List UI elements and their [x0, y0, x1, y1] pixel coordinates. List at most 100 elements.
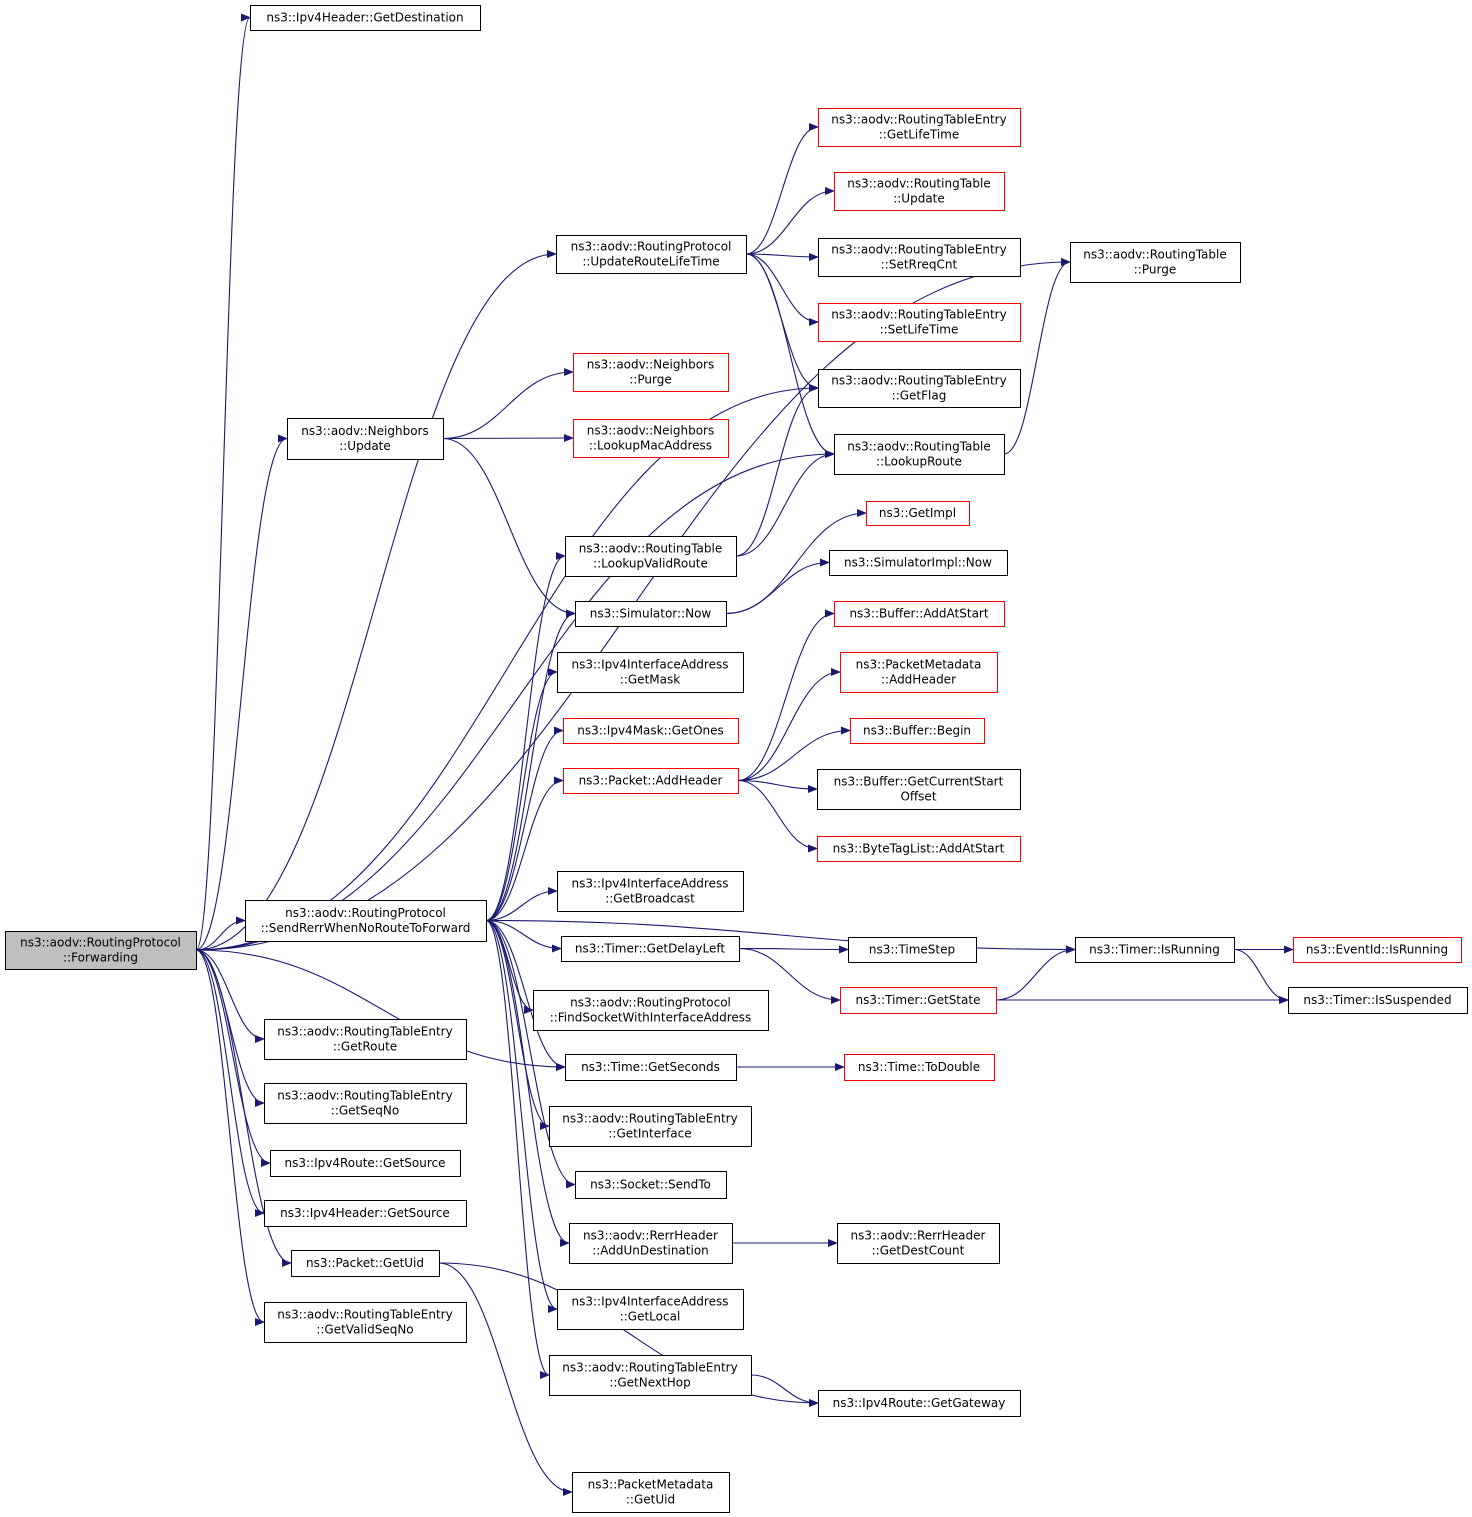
node-ipv4header-getdestination[interactable]: ns3::Ipv4Header::GetDestination — [250, 5, 481, 31]
node-label: ::LookupValidRoute — [593, 557, 708, 571]
node-rt-lookupvalidroute[interactable]: ns3::aodv::RoutingTable::LookupValidRout… — [565, 536, 737, 577]
node-buffer-begin[interactable]: ns3::Buffer::Begin — [850, 718, 985, 744]
node-rte-setlifetime[interactable]: ns3::aodv::RoutingTableEntry::SetLifeTim… — [818, 303, 1021, 342]
node-label: ns3::Ipv4InterfaceAddress — [572, 877, 729, 891]
node-layer: ns3::aodv::RoutingProtocol::Forwardingns… — [5, 5, 1468, 1513]
node-label: ns3::PacketMetadata — [856, 658, 982, 672]
node-box — [533, 990, 769, 1031]
node-box — [5, 931, 197, 970]
node-timestep[interactable]: ns3::TimeStep — [848, 937, 977, 963]
node-packet-getuid[interactable]: ns3::Packet::GetUid — [291, 1250, 440, 1277]
edge-packet-addheader-to-bytetaglist-addatstart — [737, 779, 818, 853]
edge-updateroutelifetime-to-rt-update — [745, 187, 835, 255]
node-timer-getstate[interactable]: ns3::Timer::GetState — [840, 987, 997, 1014]
edge-sendrerr-to-socket-sendto — [485, 919, 576, 1189]
node-rte-getseqno[interactable]: ns3::aodv::RoutingTableEntry::GetSeqNo — [264, 1083, 467, 1124]
node-simulator-now[interactable]: ns3::Simulator::Now — [575, 601, 727, 627]
node-forwarding[interactable]: ns3::aodv::RoutingProtocol::Forwarding — [5, 931, 197, 970]
node-label: ns3::aodv::Neighbors — [301, 424, 428, 438]
node-label: ns3::aodv::RoutingTableEntry — [831, 113, 1006, 127]
edge-sendrerr-to-packet-addheader — [485, 776, 564, 922]
node-label: ::SetRreqCnt — [881, 258, 958, 272]
node-rt-update[interactable]: ns3::aodv::RoutingTable::Update — [834, 172, 1005, 211]
edge-sendrerr-to-simulator-now — [485, 609, 576, 922]
node-label: ::Purge — [1134, 263, 1176, 277]
node-neighbors-lookupmac[interactable]: ns3::aodv::Neighbors::LookupMacAddress — [573, 419, 729, 458]
node-rt-purge[interactable]: ns3::aodv::RoutingTable::Purge — [1070, 242, 1241, 283]
node-box — [850, 718, 985, 744]
node-label: ns3::Ipv4Header::GetSource — [280, 1206, 450, 1220]
node-rte-setreqcnt[interactable]: ns3::aodv::RoutingTableEntry::SetRreqCnt — [818, 238, 1021, 277]
node-packetmetadata-addheader[interactable]: ns3::PacketMetadata::AddHeader — [840, 652, 998, 693]
edge-rt-lookupvalidroute-to-rt-lookuproute — [735, 450, 835, 557]
node-box — [572, 1472, 730, 1513]
node-ipv4route-getgateway[interactable]: ns3::Ipv4Route::GetGateway — [818, 1390, 1021, 1417]
node-rte-getvalidseqno[interactable]: ns3::aodv::RoutingTableEntry::GetValidSe… — [264, 1302, 467, 1343]
node-box — [1075, 937, 1235, 963]
node-time-getseconds[interactable]: ns3::Time::GetSeconds — [565, 1054, 737, 1081]
node-box — [549, 1355, 752, 1396]
node-label: ns3::Simulator::Now — [590, 607, 712, 621]
node-neighbors-update[interactable]: ns3::aodv::Neighbors::Update — [287, 418, 444, 460]
node-bytetaglist-addatstart[interactable]: ns3::ByteTagList::AddAtStart — [817, 836, 1021, 862]
node-neighbors-purge[interactable]: ns3::aodv::Neighbors::Purge — [573, 353, 729, 392]
node-label: ns3::Ipv4Route::GetSource — [285, 1156, 446, 1170]
node-rt-lookuproute[interactable]: ns3::aodv::RoutingTable::LookupRoute — [834, 434, 1005, 475]
node-label: ns3::Timer::GetState — [856, 993, 981, 1007]
node-rerr-getdestcount[interactable]: ns3::aodv::RerrHeader::GetDestCount — [837, 1223, 1000, 1264]
node-getimpl[interactable]: ns3::GetImpl — [866, 501, 970, 526]
node-label: ::LookupMacAddress — [589, 439, 712, 453]
node-label: ns3::Buffer::Begin — [863, 724, 971, 738]
node-rte-getroute[interactable]: ns3::aodv::RoutingTableEntry::GetRoute — [264, 1019, 467, 1060]
node-sendrerr[interactable]: ns3::aodv::RoutingProtocol::SendRerrWhen… — [245, 900, 487, 942]
node-label: ns3::Timer::IsRunning — [1089, 943, 1220, 957]
node-box — [291, 1250, 440, 1277]
node-rte-getlifetime[interactable]: ns3::aodv::RoutingTableEntry::GetLifeTim… — [818, 108, 1021, 147]
node-findsocket[interactable]: ns3::aodv::RoutingProtocol::FindSocketWi… — [533, 990, 769, 1031]
node-box — [569, 1223, 733, 1264]
node-timer-getdelayleft[interactable]: ns3::Timer::GetDelayLeft — [561, 936, 740, 962]
node-rte-getinterface[interactable]: ns3::aodv::RoutingTableEntry::GetInterfa… — [549, 1106, 752, 1147]
node-label: ns3::Time::ToDouble — [858, 1060, 980, 1074]
node-label: ns3::aodv::RoutingTable — [579, 542, 722, 556]
node-box — [264, 1200, 467, 1227]
node-buffer-addatstart[interactable]: ns3::Buffer::AddAtStart — [834, 601, 1005, 627]
node-label: ns3::Packet::GetUid — [306, 1256, 424, 1270]
node-eventid-isrunning[interactable]: ns3::EventId::IsRunning — [1293, 937, 1462, 963]
node-ipv4ifaddr-getmask[interactable]: ns3::Ipv4InterfaceAddress::GetMask — [557, 652, 744, 693]
node-simulatorimpl-now[interactable]: ns3::SimulatorImpl::Now — [829, 550, 1008, 576]
node-socket-sendto[interactable]: ns3::Socket::SendTo — [575, 1171, 727, 1199]
edge-timer-isrunning-to-timer-issuspended — [1233, 948, 1289, 1004]
node-label: ns3::Socket::SendTo — [590, 1178, 711, 1192]
node-label: ns3::TimeStep — [869, 943, 955, 957]
node-rerr-addundestination[interactable]: ns3::aodv::RerrHeader::AddUnDestination — [569, 1223, 733, 1264]
node-box — [264, 1083, 467, 1124]
node-label: ::GetBroadcast — [605, 892, 695, 906]
node-ipv4header-getsource[interactable]: ns3::Ipv4Header::GetSource — [264, 1200, 467, 1227]
edge-neighbors-update-to-neighbors-purge — [442, 368, 574, 440]
node-ipv4ifaddr-getbroadcast[interactable]: ns3::Ipv4InterfaceAddress::GetBroadcast — [557, 871, 744, 912]
node-timer-isrunning[interactable]: ns3::Timer::IsRunning — [1075, 937, 1235, 963]
node-label: ns3::aodv::RoutingTable — [847, 440, 990, 454]
node-box — [563, 718, 739, 744]
node-time-todouble[interactable]: ns3::Time::ToDouble — [844, 1054, 995, 1081]
node-rte-getflag[interactable]: ns3::aodv::RoutingTableEntry::GetFlag — [818, 369, 1021, 408]
node-box — [557, 871, 744, 912]
node-packet-addheader[interactable]: ns3::Packet::AddHeader — [563, 768, 739, 794]
node-timer-issuspended[interactable]: ns3::Timer::IsSuspended — [1288, 987, 1468, 1014]
node-packetmetadata-getuid[interactable]: ns3::PacketMetadata::GetUid — [572, 1472, 730, 1513]
edge-packet-addheader-to-buffer-begin — [737, 726, 851, 782]
node-ipv4route-getsource[interactable]: ns3::Ipv4Route::GetSource — [270, 1150, 461, 1177]
edge-packet-addheader-to-packetmetadata-addheader — [737, 668, 841, 782]
node-label: ns3::ByteTagList::AddAtStart — [833, 842, 1005, 856]
node-updateroutelifetime[interactable]: ns3::aodv::RoutingProtocol::UpdateRouteL… — [556, 235, 747, 274]
node-ipv4mask-getones[interactable]: ns3::Ipv4Mask::GetOnes — [563, 718, 739, 744]
node-label: ::LookupRoute — [876, 455, 962, 469]
node-box — [557, 1289, 744, 1330]
node-rte-getnexthop[interactable]: ns3::aodv::RoutingTableEntry::GetNextHop — [549, 1355, 752, 1396]
node-label: ::GetInterface — [608, 1127, 691, 1141]
edge-sendrerr-to-timer-getdelayleft — [485, 919, 562, 953]
node-ipv4ifaddr-getlocal[interactable]: ns3::Ipv4InterfaceAddress::GetLocal — [557, 1289, 744, 1330]
node-label: ns3::Packet::AddHeader — [579, 774, 723, 788]
